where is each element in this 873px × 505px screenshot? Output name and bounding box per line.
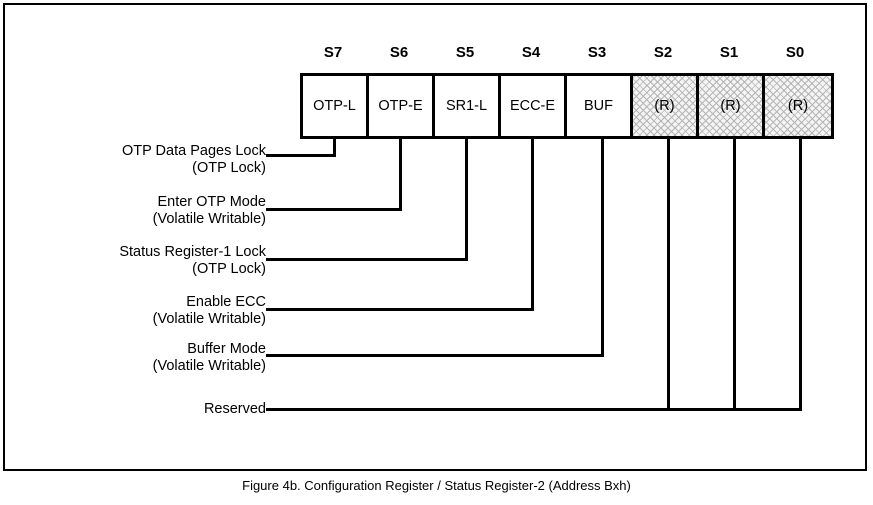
bit-label-s0: S0 [785, 44, 805, 61]
bit-cell-s0-text: (R) [787, 98, 809, 114]
leader-horizontal-s5 [266, 258, 468, 261]
bit-cell-s6-text: OTP-E [378, 98, 423, 114]
bit-cell-s2-text: (R) [654, 98, 675, 114]
description-title: Enter OTP Mode [157, 194, 266, 210]
bit-cell-s7: OTP-L [303, 76, 369, 136]
description-title: Status Register-1 Lock [119, 244, 266, 260]
leader-horizontal-s7 [266, 154, 336, 157]
leader-horizontal-s4 [266, 308, 534, 311]
description-sub: (OTP Lock) [192, 261, 266, 277]
leader-vertical-s5 [465, 139, 468, 261]
description-buffer-mode: Buffer Mode (Volatile Writable) [153, 341, 266, 375]
bit-cell-s3: BUF [567, 76, 633, 136]
description-sub: (Volatile Writable) [152, 358, 266, 374]
bit-cell-s4-text: ECC-E [509, 98, 556, 114]
bit-label-s4: S4 [521, 44, 541, 61]
leader-vertical-s1 [733, 139, 736, 411]
description-otp-data-pages-lock: OTP Data Pages Lock (OTP Lock) [122, 143, 266, 177]
leader-horizontal-reserved [266, 408, 802, 411]
leader-vertical-s0 [799, 139, 802, 411]
bit-cell-s0: (R) [765, 76, 831, 136]
leader-vertical-s7 [333, 139, 336, 157]
description-title: Enable ECC [186, 294, 266, 310]
bit-cell-s5: SR1-L [435, 76, 501, 136]
description-status-register-1-lock: Status Register-1 Lock (OTP Lock) [119, 244, 266, 278]
bit-cell-s6: OTP-E [369, 76, 435, 136]
bit-cell-s3-text: BUF [584, 98, 613, 114]
description-sub: (OTP Lock) [192, 160, 266, 176]
bit-label-s1: S1 [719, 44, 739, 61]
description-sub: (Volatile Writable) [152, 211, 266, 227]
bit-cell-s1-text: (R) [720, 98, 741, 114]
description-enter-otp-mode: Enter OTP Mode (Volatile Writable) [153, 194, 266, 228]
description-title: OTP Data Pages Lock [121, 143, 266, 159]
description-enable-ecc: Enable ECC (Volatile Writable) [153, 294, 266, 328]
description-sub: (Volatile Writable) [152, 311, 266, 327]
bit-cell-s7-text: OTP-L [313, 98, 356, 114]
bit-label-s6: S6 [389, 44, 409, 61]
leader-vertical-s6 [399, 139, 402, 211]
description-title: Buffer Mode [187, 341, 266, 357]
bit-cell-s1: (R) [699, 76, 765, 136]
description-title: Reserved [203, 401, 266, 417]
register-bit-row: OTP-L OTP-E SR1-L ECC-E BUF (R) (R) (R) [300, 73, 834, 139]
leader-vertical-s4 [531, 139, 534, 311]
bit-label-s2: S2 [653, 44, 673, 61]
leader-horizontal-s3 [266, 354, 604, 357]
bit-cell-s4: ECC-E [501, 76, 567, 136]
figure-caption: Figure 4b. Configuration Register / Stat… [242, 478, 631, 493]
bit-label-s3: S3 [587, 44, 607, 61]
description-reserved: Reserved [204, 401, 266, 418]
leader-vertical-s2 [667, 139, 670, 411]
bit-cell-s5-text: SR1-L [445, 98, 488, 114]
bit-label-s5: S5 [455, 44, 475, 61]
bit-label-s7: S7 [323, 44, 343, 61]
bit-cell-s2: (R) [633, 76, 699, 136]
leader-horizontal-s6 [266, 208, 402, 211]
leader-vertical-s3 [601, 139, 604, 357]
